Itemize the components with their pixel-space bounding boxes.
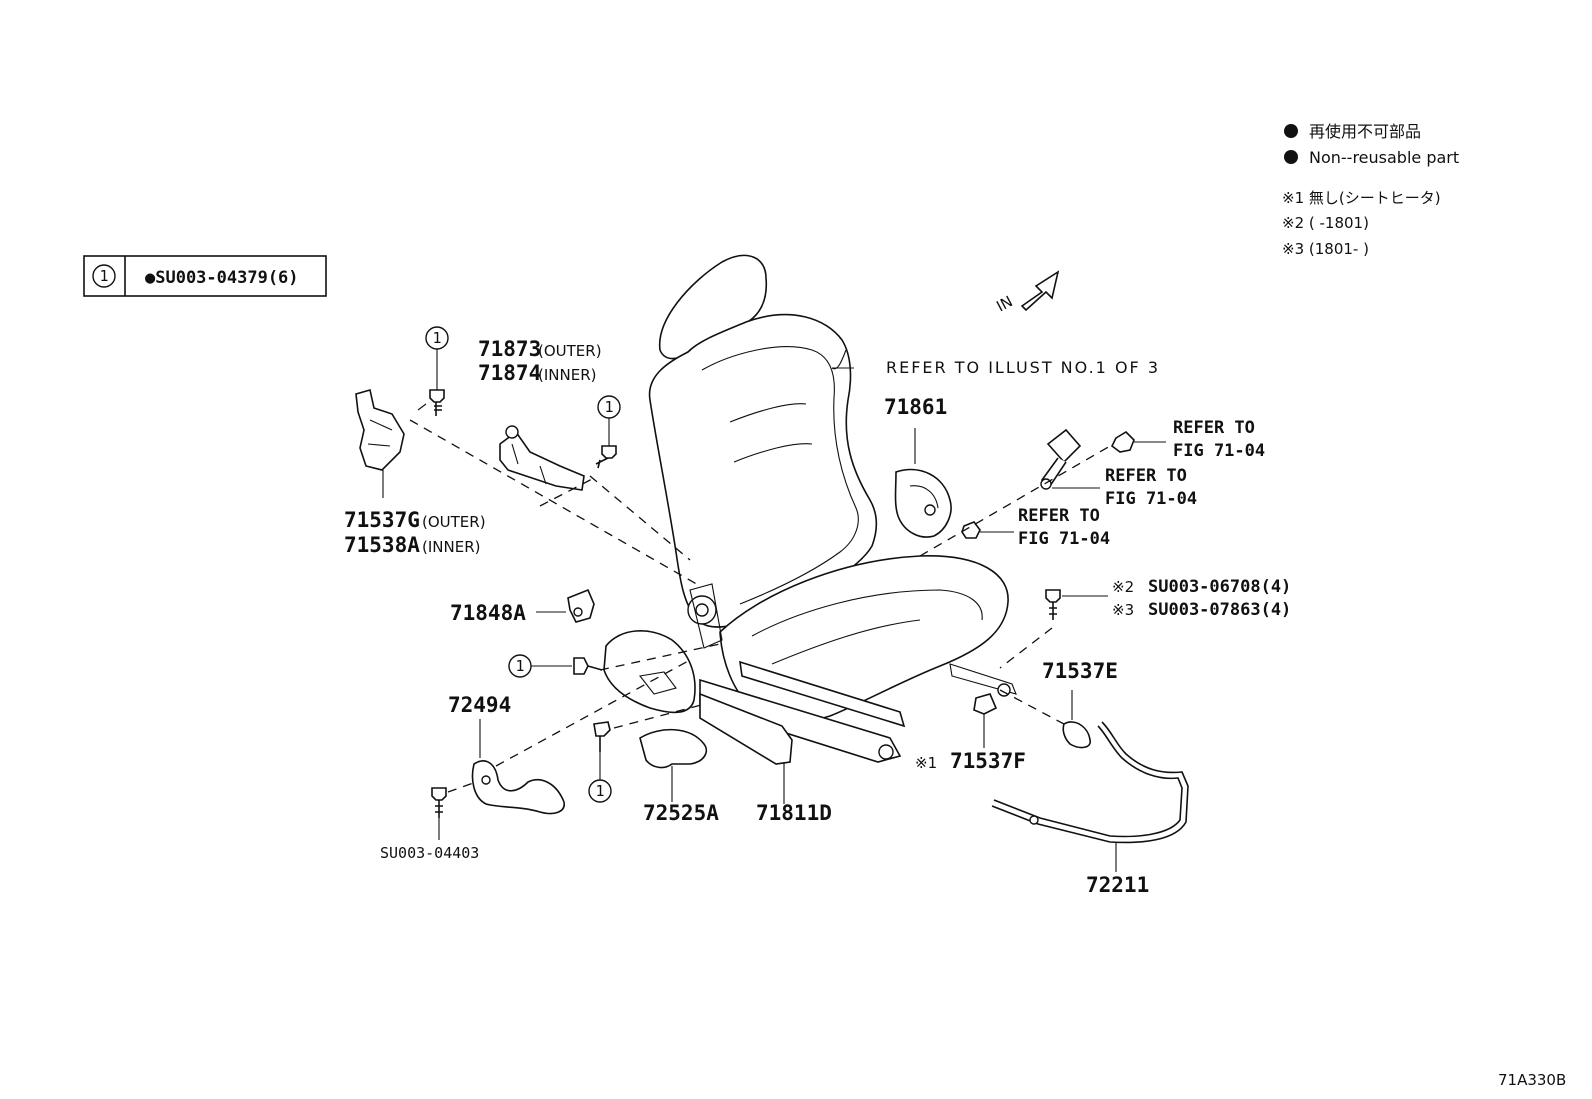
bolt-b-mark: ※3 [1112,601,1134,619]
part-71537F-number: 71537F [950,749,1026,773]
bolt-icon [593,721,611,752]
refer-fig-1-line1: REFER TO [1173,418,1255,438]
circle-number [588,779,612,803]
refer-fig-3-line1: REFER TO [1018,506,1100,526]
bolt-b-number: SU003-07863(4) [1148,600,1291,620]
legend-item-en: Non--reusable part [1309,148,1459,167]
part-71811D-cover [699,692,793,765]
part-72525A-number: 72525A [643,801,719,825]
nut-icon [1110,430,1135,453]
circle-number-text: 1 [595,782,604,800]
part-71538A-number: 71538A [344,533,420,557]
part-72525A-lever [639,728,708,769]
arrow-icon [1020,270,1060,312]
part-71873-note: (OUTER) [538,342,602,360]
key-table: 1 ●SU003-04379(6) [83,255,327,297]
part-71861-number: 71861 [884,395,947,419]
part-71537F-mark: ※1 [915,754,937,772]
seat-assembly [648,254,1017,763]
part-71874-number: 71874 [478,361,541,385]
part-72211-cable [991,721,1189,844]
fastener-callout: 1 [588,721,612,803]
bolt-a-mark: ※2 [1112,578,1134,596]
refer-fig-2-line1: REFER TO [1105,466,1187,486]
bullet-icon [1284,150,1298,164]
bullet-icon [1284,124,1298,138]
figure-code: 71A330B [1498,1071,1566,1089]
part-71537E-pad [1062,721,1091,749]
bolt-icon [431,787,447,818]
legend-note-3: ※3 (1801- ) [1282,240,1369,258]
cushion-shield [603,630,696,714]
bolt-icon [1045,589,1061,620]
fastener-callout: 1 [595,395,621,469]
part-SU003-04403-number: SU003-04403 [380,844,479,862]
bolt-icon [429,389,445,416]
circle-number-text: 1 [432,329,441,347]
seatbelt-buckle [1040,428,1082,490]
legend-note-2: ※2 ( -1801) [1282,214,1369,232]
part-72494-cover [471,760,565,815]
part-71874-note: (INNER) [538,366,596,384]
part-71848A-clip [567,588,595,623]
part-71873-number: 71873 [478,337,541,361]
part-72211-number: 72211 [1086,873,1149,897]
refer-fig-3-line2: FIG 71-04 [1018,529,1110,549]
fastener-callout: 1 [508,654,603,678]
key-number-circle [92,264,116,288]
part-71848A-number: 71848A [450,601,526,625]
part-71537G-bracket [355,388,405,471]
bolt-icon [595,445,617,469]
fastener-callout: 1 [417,326,449,416]
part-71873-bracket [499,425,585,491]
circle-number-text: 1 [604,398,613,416]
part-71537E-number: 71537E [1042,659,1118,683]
legend-item-jp: 再使用不可部品 [1309,122,1421,141]
part-71811D-number: 71811D [756,801,832,825]
part-71861-shield [894,468,952,538]
legend-note-1: ※1 無し(シートヒータ) [1282,189,1441,207]
refer-illust-label: REFER TO ILLUST NO.1 OF 3 [886,358,1160,377]
legend: 再使用不可部品 Non--reusable part ※1 無し(シートヒータ)… [1282,122,1459,258]
part-71537G-number: 71537G [344,508,420,532]
part-71537F-pad [973,693,998,715]
part-71537G-note: (OUTER) [422,513,486,531]
key-number: 1 [99,267,108,285]
part-71538A-note: (INNER) [422,538,480,556]
refer-fig-2-line2: FIG 71-04 [1105,489,1197,509]
key-part-number: ●SU003-04379(6) [145,268,299,288]
circle-number-text: 1 [515,657,524,675]
refer-fig-1-line2: FIG 71-04 [1173,441,1265,461]
part-72494-number: 72494 [448,693,511,717]
bolt-icon [573,657,603,675]
bolt-a-number: SU003-06708(4) [1148,577,1291,597]
in-label: IN [993,292,1015,315]
in-direction-arrow: IN [993,270,1060,316]
